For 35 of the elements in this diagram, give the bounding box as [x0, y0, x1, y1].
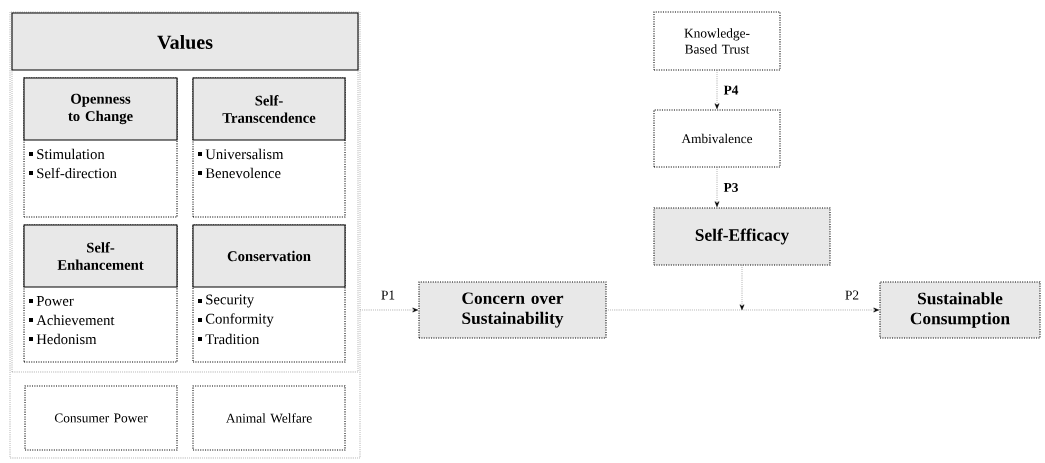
list-item: Hedonism	[29, 333, 97, 345]
list-item: Self-direction	[29, 167, 117, 179]
edge-label: P3	[722, 181, 740, 194]
concept-box: Concern over Sustainability	[418, 281, 607, 339]
edge-label: P2	[843, 289, 861, 301]
concept-box: Knowledge-Based Trust	[653, 11, 781, 71]
concept-box: Animal Welfare	[192, 385, 346, 451]
category-box	[23, 224, 178, 363]
concept-box: Consumer Power	[24, 385, 178, 451]
category-heading: Conservation	[227, 250, 311, 262]
list-item: Conformity	[198, 313, 274, 327]
arrow	[714, 70, 720, 109]
concept-box: Ambivalence	[653, 109, 781, 168]
category-heading: Self-Enhancement	[57, 242, 144, 270]
list-item: Tradition	[198, 333, 260, 345]
list-item: Benevolence	[198, 167, 281, 179]
arrow	[360, 307, 419, 313]
dotted-frame	[9, 11, 361, 459]
edge-label: P4	[722, 84, 740, 96]
concept-box: Sustainable Consumption	[879, 281, 1041, 339]
arrow	[606, 307, 879, 313]
category-box	[192, 77, 346, 218]
arrow	[739, 265, 745, 311]
list-item: Stimulation	[29, 148, 105, 160]
category-box	[192, 224, 346, 363]
list-item: Achievement	[29, 314, 115, 326]
concept-box: Self-Efficacy	[653, 207, 831, 266]
list-item: Power	[29, 296, 74, 306]
arrow	[714, 167, 720, 207]
category-heading: Self-Transcendence	[222, 95, 316, 123]
list-item: Universalism	[198, 148, 284, 160]
edge-label: P1	[379, 289, 397, 301]
list-item: Security	[198, 294, 255, 308]
category-box	[23, 77, 178, 218]
category-heading: Openness to Change	[68, 93, 133, 125]
